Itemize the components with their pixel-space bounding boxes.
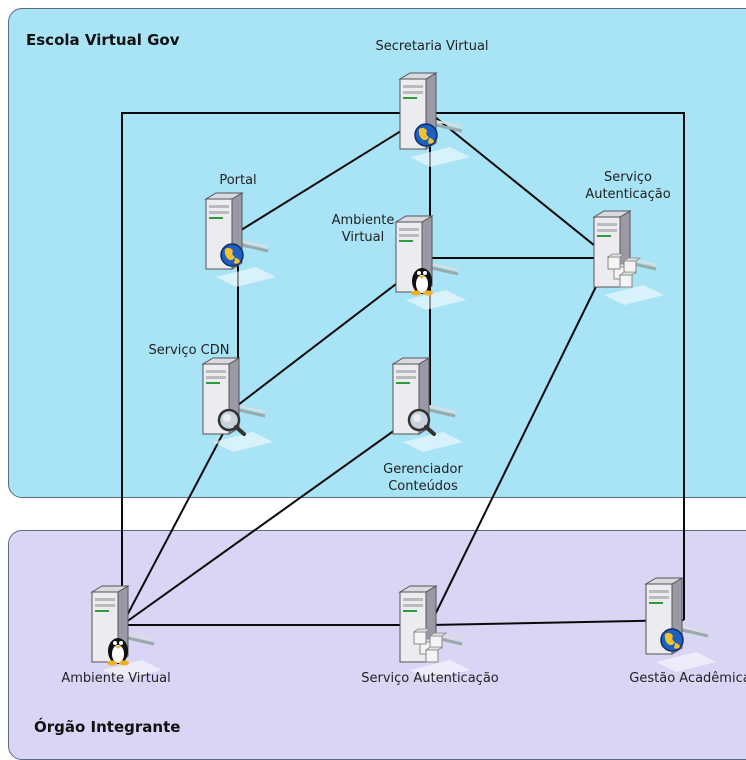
network-diagram <box>90 72 716 680</box>
server-icon <box>394 215 466 310</box>
label-line: Virtual <box>341 230 385 245</box>
label-line: Portal <box>219 173 257 188</box>
node-orgao-servico-autenticacao-label: Serviço Autenticação <box>345 670 515 687</box>
node-portal-label: Portal <box>198 172 278 189</box>
server-icon <box>644 577 716 672</box>
node-gerenciador-conteudos[interactable] <box>391 357 463 452</box>
label-line: Ambiente <box>331 213 395 228</box>
penguin-icon <box>107 638 129 666</box>
servers <box>90 72 716 680</box>
label-line: Gerenciador <box>383 462 463 477</box>
magnifier-icon <box>217 408 246 436</box>
globe-icon <box>660 628 684 652</box>
connection-secretaria-autenticacao <box>429 112 611 259</box>
label-line: Serviço <box>603 170 652 185</box>
connection-secretaria-portal <box>237 112 431 233</box>
zone-title-escola-virtual-gov: Escola Virtual Gov <box>26 31 180 49</box>
server-icon <box>90 585 162 680</box>
node-gestao-academica[interactable] <box>644 577 716 672</box>
connection-secretaria-amb_org <box>121 112 430 625</box>
label-line: Autenticação <box>585 187 671 202</box>
node-orgao-ambiente-virtual-label: Ambiente Virtual <box>41 670 191 687</box>
node-orgao-ambiente-virtual[interactable] <box>90 585 162 680</box>
zone-orgao-integrante <box>8 530 746 760</box>
label-line: Conteúdos <box>388 479 458 494</box>
penguin-icon <box>411 268 433 296</box>
node-secretaria-virtual[interactable] <box>398 72 470 167</box>
connection-cdn-amb_org <box>121 404 239 626</box>
connection-secretaria-gestao <box>430 112 685 620</box>
cubes-icon <box>412 628 448 663</box>
node-gestao-academica-label: Gestão Acadêmica <box>615 670 746 687</box>
label-line: Gestão Acadêmica <box>629 671 746 686</box>
label-line: Secretaria Virtual <box>375 39 489 54</box>
label-line: Serviço Autenticação <box>361 671 499 686</box>
node-portal[interactable] <box>204 192 276 287</box>
label-line: Serviço CDN <box>148 343 230 358</box>
node-secretaria-virtual-label: Secretaria Virtual <box>362 38 502 55</box>
cubes-icon <box>606 253 642 288</box>
globe-icon <box>220 243 244 267</box>
label-line: Ambiente Virtual <box>61 671 171 686</box>
zone-title-orgao-integrante: Órgão Integrante <box>34 718 181 736</box>
server-icon <box>398 72 470 167</box>
magnifier-icon <box>407 408 436 436</box>
node-servico-cdn[interactable] <box>201 357 273 452</box>
node-servico-cdn-label: Serviço CDN <box>134 342 244 359</box>
server-icon <box>204 192 276 287</box>
server-icon <box>391 357 463 452</box>
node-ambiente-virtual[interactable] <box>394 215 466 310</box>
node-servico-autenticacao[interactable] <box>592 210 664 305</box>
node-orgao-servico-autenticacao[interactable] <box>398 585 470 680</box>
connection-gerenciador-amb_org <box>121 404 431 626</box>
server-icon <box>201 357 273 452</box>
connection-autenticacao-aut_org <box>429 257 611 626</box>
connection-aut_org-gestao <box>429 619 685 626</box>
globe-icon <box>414 123 438 147</box>
